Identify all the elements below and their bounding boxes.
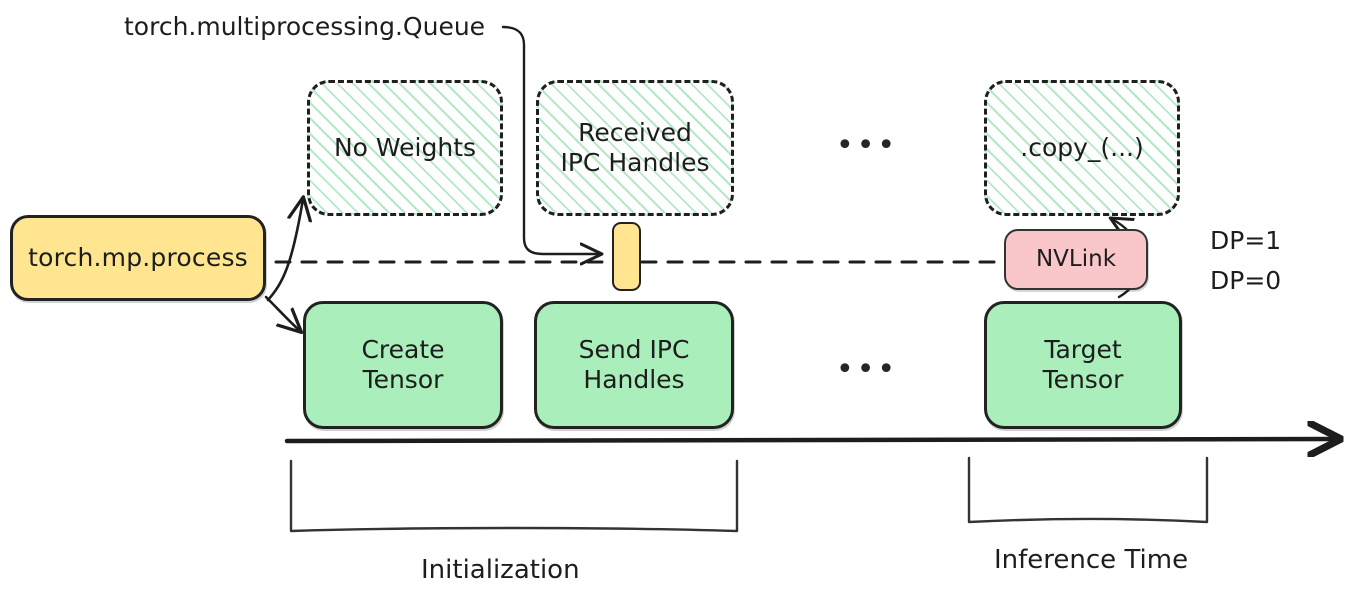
- bracket-inference: [967, 456, 1209, 524]
- node-create-tensor[interactable]: Create Tensor: [303, 301, 503, 429]
- queue-transfer-capsule[interactable]: [612, 222, 641, 291]
- timeline-axis: [284, 439, 1336, 441]
- queue-label: torch.multiprocessing.Queue: [124, 12, 486, 41]
- node-received-ipc-handles[interactable]: Received IPC Handles: [536, 80, 734, 216]
- arrow-process-to-no-weights: [266, 199, 303, 302]
- ellipsis-bottom-lane: •••: [836, 352, 899, 387]
- node-nvlink[interactable]: NVLink: [1004, 229, 1148, 290]
- node-target-tensor[interactable]: Target Tensor: [984, 301, 1182, 429]
- phase-label-initialization: Initialization: [421, 555, 580, 585]
- node-copy-call[interactable]: .copy_(...): [984, 80, 1180, 216]
- node-send-ipc-handles[interactable]: Send IPC Handles: [534, 301, 734, 429]
- lane-label-dp0: DP=0: [1210, 266, 1282, 295]
- phase-label-inference: Inference Time: [994, 545, 1189, 575]
- lane-label-dp1: DP=1: [1210, 226, 1282, 255]
- node-no-weights[interactable]: No Weights: [307, 80, 503, 216]
- arrow-process-to-create-tensor: [264, 295, 300, 331]
- bracket-initialization: [289, 459, 739, 533]
- ellipsis-top-lane: •••: [836, 128, 899, 163]
- node-torch-mp-process[interactable]: torch.mp.process: [10, 215, 266, 301]
